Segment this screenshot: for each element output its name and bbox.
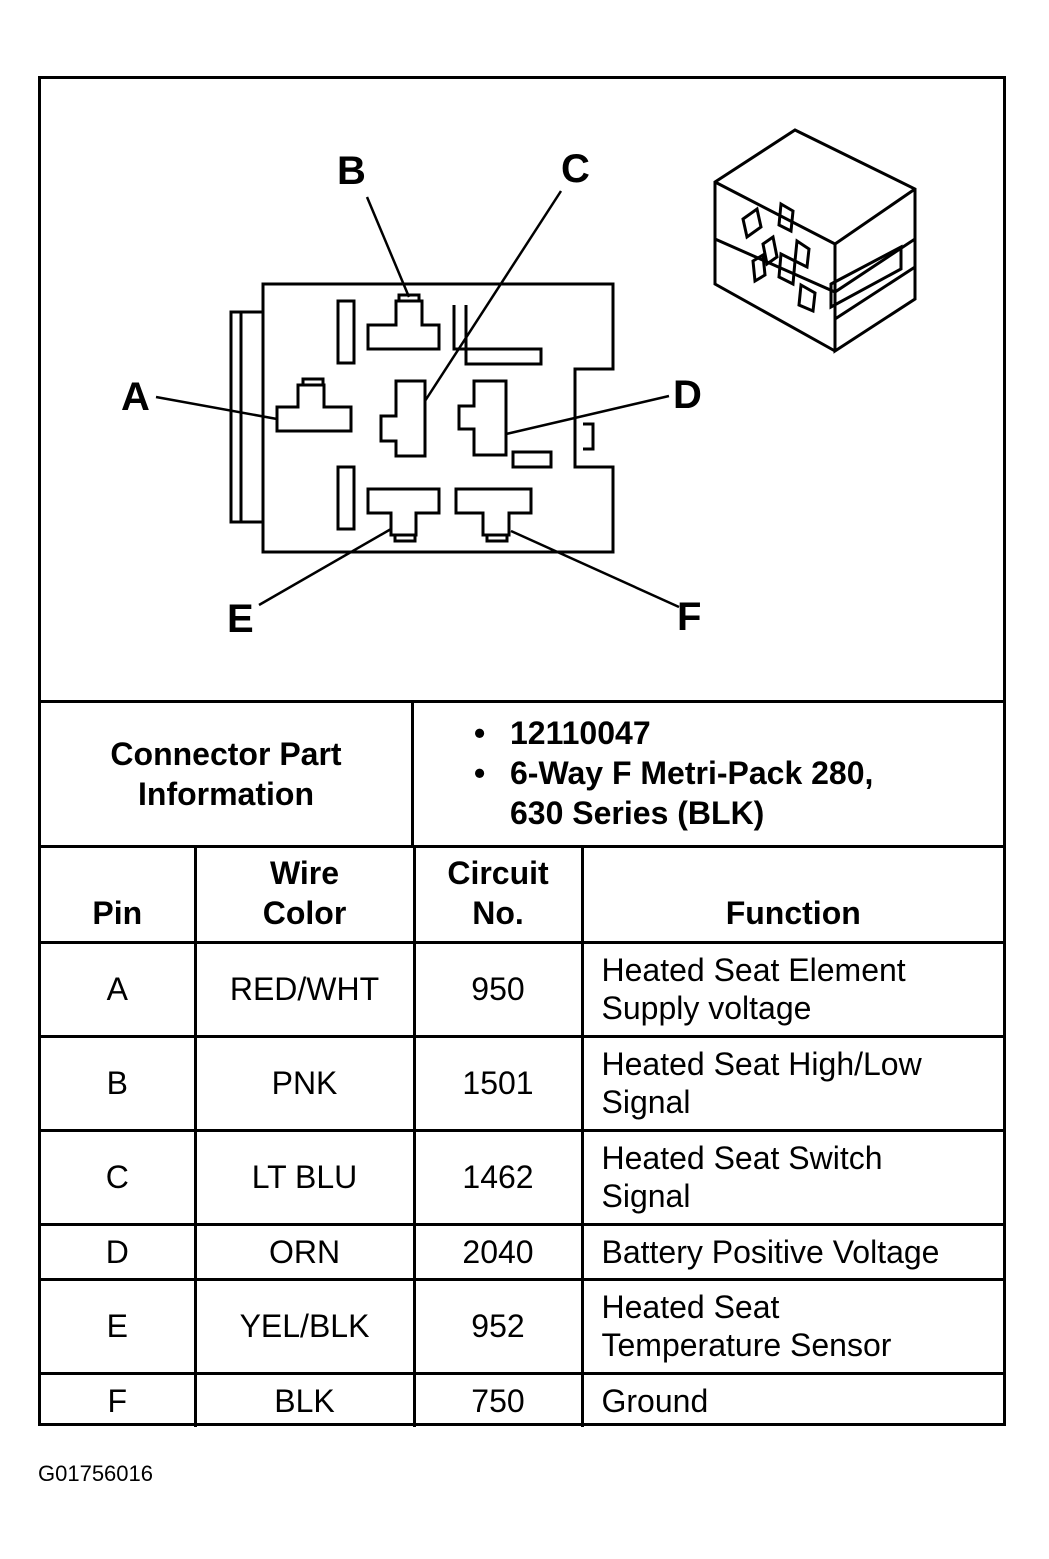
table-header-row: Pin Wire Color Circuit No. Function: [41, 848, 1003, 944]
pin-cell: A: [41, 940, 197, 1038]
wire-color-cell: ORN: [193, 1222, 416, 1281]
function-line: Signal: [601, 1178, 691, 1214]
locking-slot: [336, 465, 356, 531]
circuit-cell: 1462: [412, 1128, 584, 1226]
header-wire-line: Color: [262, 894, 347, 931]
part-number-item: • 12110047: [414, 713, 1003, 753]
pinout-table: Pin Wire Color Circuit No. Function A RE…: [41, 848, 1003, 1427]
pin-label-e: E: [227, 597, 254, 641]
function-cell: Heated Seat High/Low Signal: [580, 1034, 1003, 1132]
leader-line-c: [423, 190, 563, 402]
header-circuit-line: No.: [472, 894, 524, 931]
header-function: Function: [580, 848, 1003, 944]
table-row: D ORN 2040 Battery Positive Voltage: [41, 1222, 1003, 1281]
function-line: Temperature Sensor: [601, 1327, 892, 1363]
function-line: Heated Seat: [601, 1289, 780, 1325]
leader-line-f: [510, 529, 680, 609]
part-number: 12110047: [510, 715, 651, 751]
wire-color-cell: LT BLU: [193, 1128, 416, 1226]
circuit-cell: 2040: [412, 1222, 584, 1281]
connector-diagram: A B C D E F: [41, 79, 1003, 701]
function-line: Battery Positive Voltage: [601, 1233, 940, 1270]
pin-label-f: F: [677, 595, 702, 639]
function-line: Heated Seat High/Low: [601, 1046, 922, 1082]
connector-figure-frame: A B C D E F Connector Part Information •…: [38, 76, 1006, 1427]
connector-face-drawing: [155, 128, 917, 609]
function-line: Supply voltage: [601, 990, 812, 1026]
function-line: Heated Seat Switch: [601, 1140, 883, 1176]
connector-part-info-label: Connector Part Information: [41, 703, 414, 845]
connector-part-info-row: Connector Part Information • 12110047 • …: [41, 700, 1003, 848]
table-row: C LT BLU 1462 Heated Seat Switch Signal: [41, 1128, 1003, 1226]
leader-line-d: [505, 394, 670, 436]
connector-type-item: • 6-Way F Metri-Pack 280, 630 Series (BL…: [414, 753, 1003, 833]
info-label-line: Connector Part: [110, 736, 342, 772]
leader-line-b: [365, 196, 411, 298]
header-wire-line: Wire: [269, 854, 340, 891]
connector-isometric-view: [713, 128, 917, 354]
leader-line-e: [258, 527, 392, 607]
function-cell: Battery Positive Voltage: [580, 1222, 1003, 1281]
table-row: E YEL/BLK 952 Heated Seat Temperature Se…: [41, 1277, 1003, 1375]
function-cell: Ground: [580, 1371, 1003, 1427]
connector-type-line: 6-Way F Metri-Pack 280,: [510, 755, 874, 791]
pin-label-b: B: [337, 149, 366, 193]
circuit-cell: 750: [412, 1371, 584, 1427]
connector-type-line: 630 Series (BLK): [510, 795, 765, 831]
function-cell: Heated Seat Element Supply voltage: [580, 940, 1003, 1038]
locking-slot: [336, 299, 356, 365]
pin-cell: F: [41, 1371, 197, 1427]
function-cell: Heated Seat Switch Signal: [580, 1128, 1003, 1226]
pin-cell: D: [41, 1222, 197, 1281]
wire-color-cell: YEL/BLK: [193, 1277, 416, 1375]
table-row: A RED/WHT 950 Heated Seat Element Supply…: [41, 940, 1003, 1038]
function-line: Heated Seat Element: [601, 952, 906, 988]
circuit-cell: 950: [412, 940, 584, 1038]
header-wire-color: Wire Color: [193, 848, 416, 944]
header-pin: Pin: [41, 848, 197, 944]
header-circuit-no: Circuit No.: [412, 848, 584, 944]
terminal-a: [275, 383, 353, 433]
pin-cell: B: [41, 1034, 197, 1132]
wire-color-cell: BLK: [193, 1371, 416, 1427]
connector-body-outline: [261, 282, 615, 554]
figure-id: G01756016: [38, 1461, 153, 1486]
wire-color-cell: PNK: [193, 1034, 416, 1132]
pin-label-d: D: [673, 373, 702, 417]
function-cell: Heated Seat Temperature Sensor: [580, 1277, 1003, 1375]
circuit-cell: 1501: [412, 1034, 584, 1132]
terminal-e: [366, 487, 441, 537]
pin-cell: C: [41, 1128, 197, 1226]
circuit-cell: 952: [412, 1277, 584, 1375]
terminal-f: [454, 487, 533, 537]
terminal-d: [457, 379, 508, 457]
terminal-c: [379, 379, 427, 458]
info-label-line: Information: [138, 776, 314, 812]
function-line: Signal: [601, 1084, 691, 1120]
function-line: Ground: [601, 1382, 709, 1419]
terminal-b: [366, 299, 441, 351]
leader-line-a: [155, 395, 278, 421]
header-circuit-line: Circuit: [447, 854, 549, 891]
connector-part-info-list: • 12110047 • 6-Way F Metri-Pack 280, 630…: [414, 703, 1003, 845]
wire-color-cell: RED/WHT: [193, 940, 416, 1038]
bullet-icon: •: [474, 715, 486, 751]
connector-flange: [229, 310, 265, 524]
bullet-icon: •: [474, 755, 486, 791]
pin-label-a: A: [121, 375, 150, 419]
table-row: B PNK 1501 Heated Seat High/Low Signal: [41, 1034, 1003, 1132]
pin-label-c: C: [561, 147, 590, 191]
pin-cell: E: [41, 1277, 197, 1375]
table-row: F BLK 750 Ground: [41, 1371, 1003, 1427]
